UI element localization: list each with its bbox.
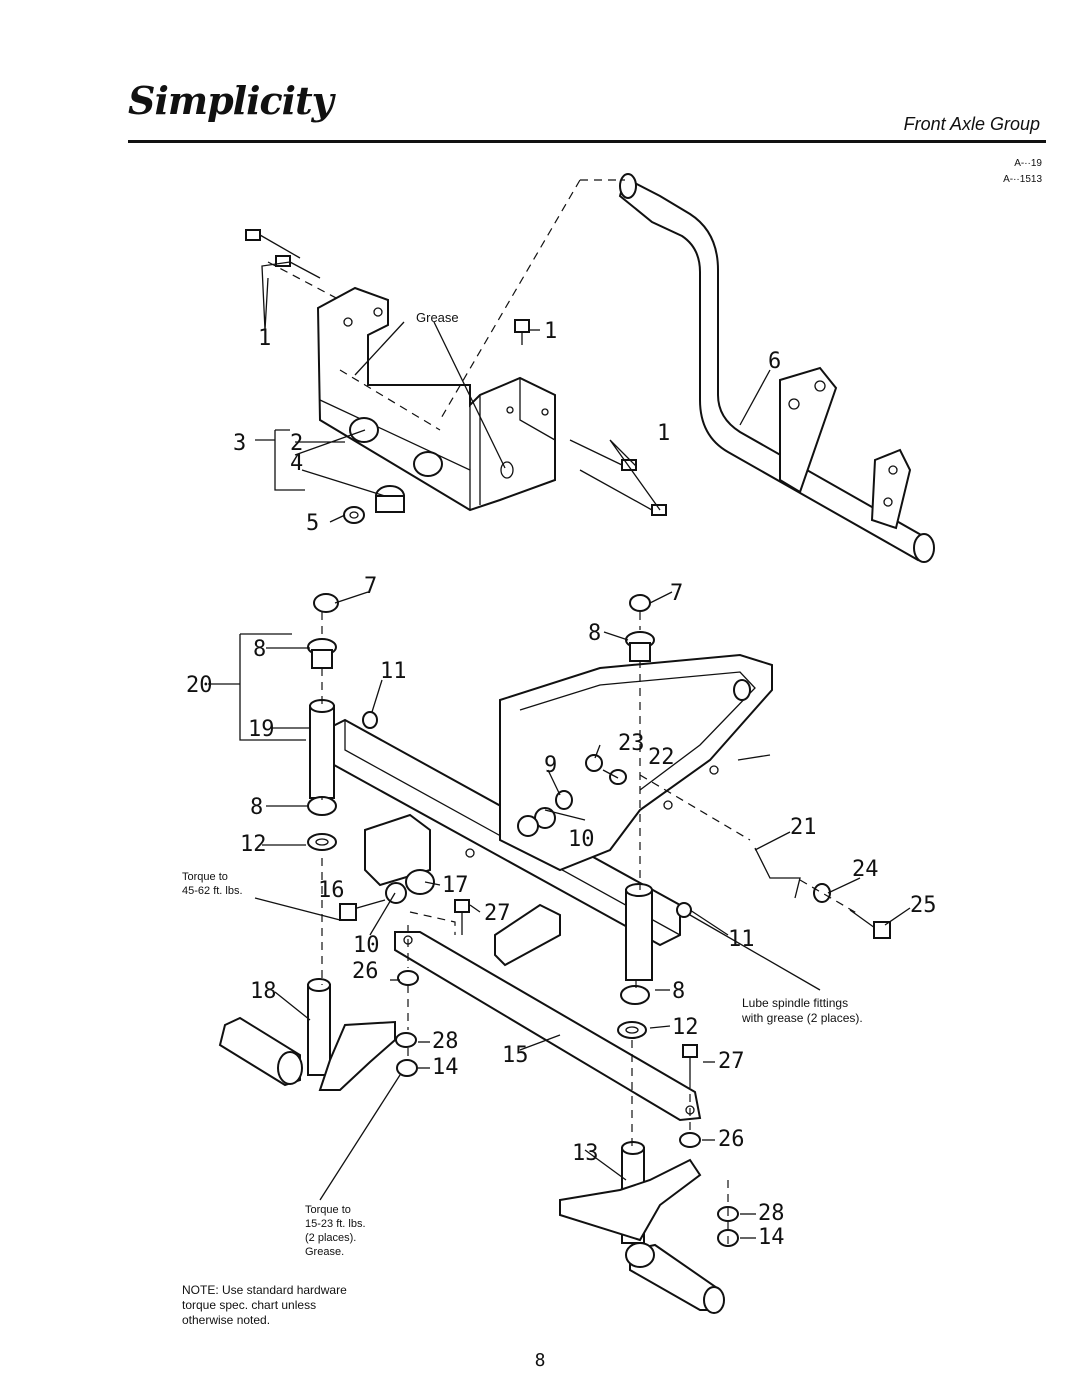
callout-28: 28 [758,1201,785,1226]
header-rule [128,140,1046,143]
callout-28: 28 [432,1029,459,1054]
callout-22: 22 [648,745,675,770]
hardware-note-line: NOTE: Use standard hardware [182,1283,347,1297]
callout-21: 21 [790,815,817,840]
callout-9: 9 [544,753,557,778]
torque-note-line: Grease. [305,1246,345,1258]
callout-6: 6 [768,349,781,374]
torque-note-line: Torque to [305,1204,351,1216]
lube-note: Lube spindle fittings with grease (2 pla… [742,996,863,1026]
callout-7: 7 [364,574,377,599]
lube-note-line: with grease (2 places). [742,1011,863,1025]
callout-26: 26 [718,1127,745,1152]
page-number: 8 [534,1350,546,1371]
callout-3: 3 [233,431,246,456]
callout-12: 12 [240,832,267,857]
hardware-note: NOTE: Use standard hardware torque spec.… [182,1283,347,1328]
hardware-note-line: otherwise noted. [182,1313,271,1327]
callout-25: 25 [910,893,937,918]
simplicity-logo: Simplicity [128,78,334,123]
callout-8: 8 [253,637,266,662]
callout-27: 27 [484,901,511,926]
ref-code: A-··1513 [1003,174,1042,185]
hardware-note-line: torque spec. chart unless [182,1298,317,1312]
callout-10: 10 [568,827,595,852]
callout-2: 2 [290,431,303,456]
bolt-icon [245,229,667,516]
callout-24: 24 [852,857,879,882]
callout-26: 26 [352,959,379,984]
callout-14: 14 [758,1225,785,1250]
callout-10: 10 [353,933,380,958]
callout-19: 19 [248,717,275,742]
callout-23: 23 [618,731,645,756]
torque-note-line: 15-23 ft. lbs. [305,1218,366,1230]
callout-1: 1 [258,326,271,351]
callout-1: 1 [544,319,557,344]
callout-numbers: 1 1 1 2 3 4 5 6 7 7 8 8 8 8 9 10 10 11 1… [186,319,937,1250]
callout-11: 11 [380,659,407,684]
left-spindle [218,978,396,1091]
right-spindle [559,1141,725,1314]
ref-code: A-··19 [1014,158,1042,169]
torque-note-lower: Torque to 15-23 ft. lbs. (2 places). Gre… [305,1203,366,1259]
torque-note-line: (2 places). [305,1232,357,1244]
torque-note-line: 45-62 ft. lbs. [182,885,243,897]
callout-11: 11 [728,927,755,952]
washer-icon [307,593,831,1247]
torque-note-upper: Torque to 45-62 ft. lbs. [182,870,243,898]
callout-15: 15 [502,1043,529,1068]
callout-5: 5 [306,511,319,536]
callout-1: 1 [657,421,670,446]
bushing-icon [343,485,405,524]
lube-note-line: Lube spindle fittings [742,996,849,1010]
callout-18: 18 [250,979,277,1004]
callout-8: 8 [672,979,685,1004]
grease-label: Grease [416,310,459,325]
callout-14: 14 [432,1055,459,1080]
spindle-tube [309,699,653,981]
section-title: Front Axle Group [903,114,1040,134]
callout-27: 27 [718,1049,745,1074]
callout-7: 7 [670,581,683,606]
callout-8: 8 [588,621,601,646]
dashed-alignment-lines [321,612,861,1250]
torque-note-line: Torque to [182,871,228,883]
callout-8: 8 [250,795,263,820]
axle-support-bracket [316,286,556,512]
reference-codes: A-··19 A-··1513 [1003,156,1042,188]
callout-16: 16 [318,878,345,903]
callout-17: 17 [442,873,469,898]
callout-13: 13 [572,1141,599,1166]
tie-rod [394,931,702,1122]
callout-4: 4 [290,451,303,476]
leader-lines [208,261,911,1239]
bolt-icon [339,847,891,1080]
callout-20: 20 [186,673,213,698]
callout-12: 12 [672,1015,699,1040]
